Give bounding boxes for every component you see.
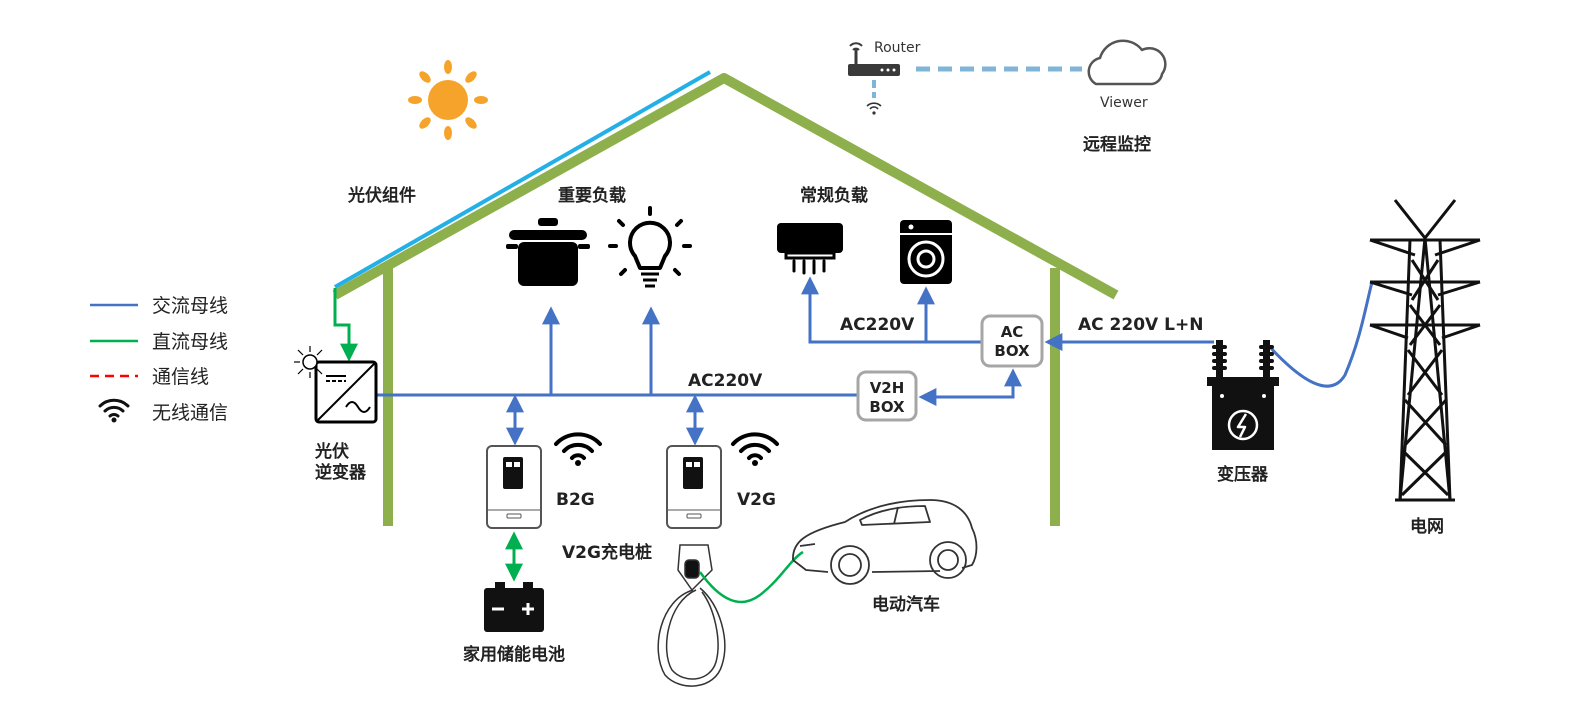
pv-module-label: 光伏组件 bbox=[347, 185, 416, 206]
pv-dc-line bbox=[333, 288, 358, 362]
v2h-box bbox=[856, 370, 918, 422]
ac-220v-ln-label: AC 220V L+N bbox=[1078, 315, 1203, 335]
router-wifi-icon bbox=[866, 102, 882, 115]
air-conditioner-icon bbox=[777, 223, 843, 275]
ac-box bbox=[980, 314, 1044, 368]
important-load-label: 重要负载 bbox=[558, 185, 626, 206]
cloud-icon bbox=[1087, 39, 1167, 86]
ac-bus-lines bbox=[375, 276, 1374, 446]
v2h-box-label-line2: BOX bbox=[869, 398, 905, 416]
sun-icon bbox=[408, 60, 488, 140]
ac-box-label-line2: BOX bbox=[994, 342, 1030, 360]
viewer-label: Viewer bbox=[1100, 95, 1148, 111]
b2g-label: B2G bbox=[556, 490, 595, 510]
battery-icon bbox=[484, 582, 544, 632]
v2g-charger-label: V2G充电桩 bbox=[562, 542, 652, 563]
transmission-tower-icon bbox=[1369, 199, 1481, 502]
legend-wifi-icon bbox=[98, 398, 130, 423]
v2g-charger-icon bbox=[666, 445, 722, 529]
electric-car-icon bbox=[792, 499, 978, 585]
washing-machine-icon bbox=[900, 220, 952, 284]
remote-monitor-label: 远程监控 bbox=[1083, 134, 1151, 155]
v2g-wifi-icon bbox=[731, 432, 779, 466]
legend-dc-label: 直流母线 bbox=[152, 331, 228, 353]
ac220v-bus-label: AC220V bbox=[688, 371, 763, 391]
legend-ac-label: 交流母线 bbox=[152, 295, 228, 317]
ev-charging-line bbox=[698, 550, 804, 604]
legend-comm-label: 通信线 bbox=[152, 366, 209, 388]
light-bulb-icon bbox=[608, 206, 692, 288]
charging-cable-icon bbox=[657, 544, 726, 687]
solar-panel bbox=[334, 70, 711, 289]
ac220v-load-label: AC220V bbox=[840, 315, 915, 335]
rice-cooker-icon bbox=[506, 218, 590, 286]
pv-inverter-icon bbox=[294, 346, 378, 424]
router-icon bbox=[848, 42, 900, 76]
legend-wireless-label: 无线通信 bbox=[152, 402, 228, 424]
transformer-icon bbox=[1207, 340, 1279, 450]
router-label: Router bbox=[874, 40, 921, 56]
legend: 交流母线 直流母线 通信线 无线通信 bbox=[90, 295, 228, 424]
v2g-label: V2G bbox=[737, 490, 776, 510]
transformer-label: 变压器 bbox=[1217, 464, 1269, 485]
ac-box-label-line1: AC bbox=[1001, 323, 1024, 341]
grid-label: 电网 bbox=[1410, 516, 1444, 537]
b2g-wifi-icon bbox=[554, 432, 602, 466]
inverter-label-line2: 逆变器 bbox=[315, 462, 367, 483]
ev-label: 电动汽车 bbox=[872, 594, 940, 615]
regular-load-label: 常规负载 bbox=[800, 185, 868, 206]
home-battery-label: 家用储能电池 bbox=[463, 644, 565, 665]
house-outline bbox=[332, 70, 1119, 526]
inverter-label-line1: 光伏 bbox=[314, 441, 349, 462]
b2g-charger-icon bbox=[486, 445, 542, 529]
v2h-box-label-line1: V2H bbox=[870, 379, 905, 397]
